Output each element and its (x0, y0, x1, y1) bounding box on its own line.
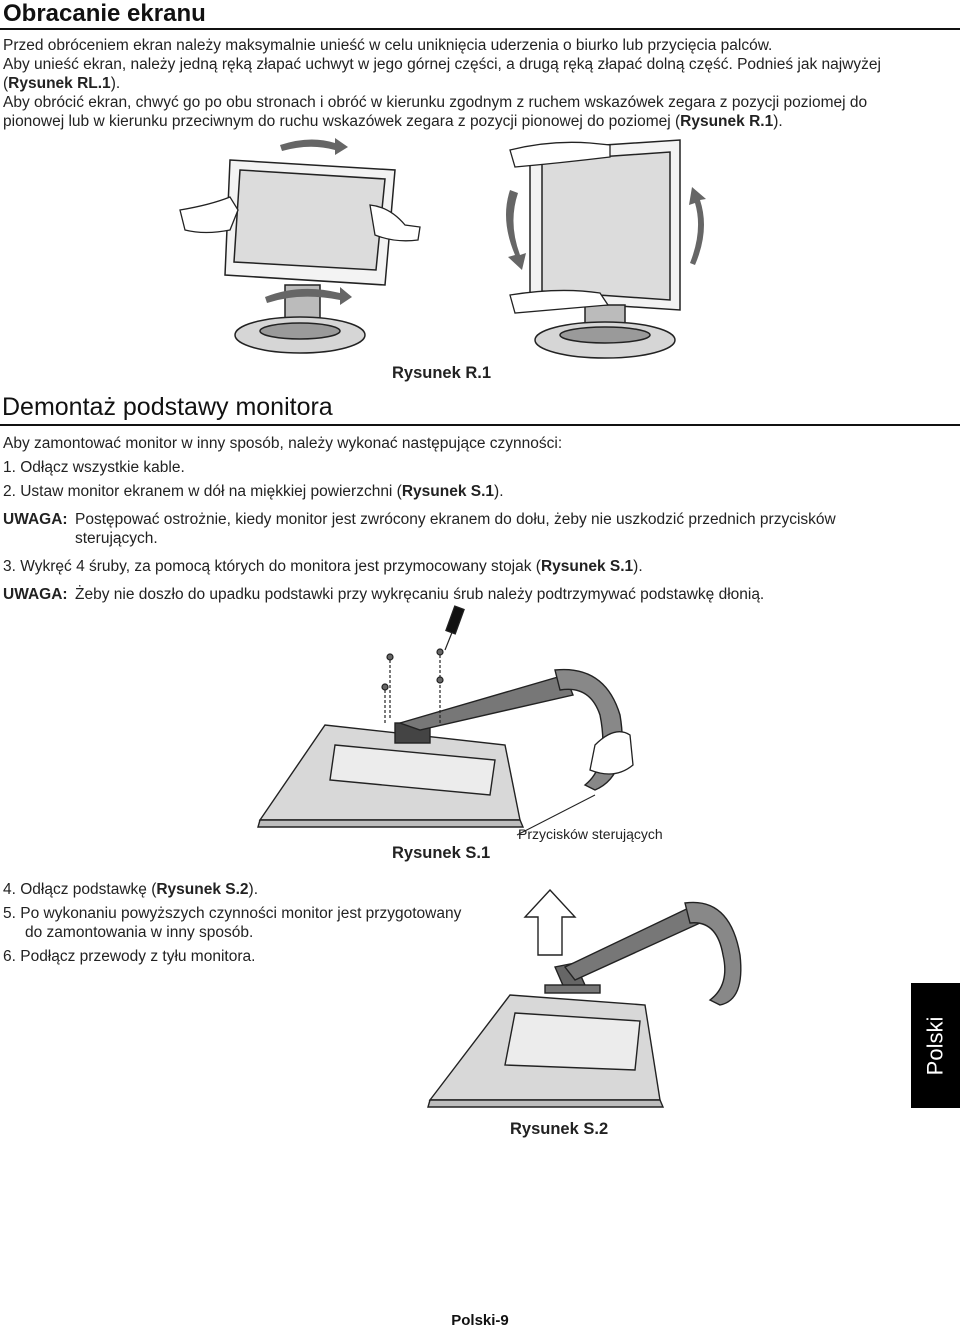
figure-caption: Rysunek R.1 (392, 364, 492, 382)
step-item-continued: do zamontowania w inny sposób. (25, 924, 254, 941)
figure-ref: Rysunek R.1 (680, 113, 774, 130)
paragraph-line: Aby obrócić ekran, chwyć go po obu stron… (3, 94, 868, 111)
paragraph-line: (Rysunek RL.1). (3, 75, 121, 92)
arrow-icon (265, 138, 352, 305)
section-title-rotation: Obracanie ekranu (3, 0, 206, 27)
screw-icon (381, 648, 444, 725)
figure-caption: Rysunek S.2 (510, 1120, 609, 1138)
step-item: 6. Podłącz przewody z tyłu monitora. (3, 948, 256, 965)
step-item: 5. Po wykonaniu powyższych czynności mon… (3, 905, 462, 922)
monitor-face-down (427, 994, 665, 1108)
page-number: Polski-9 (451, 1312, 509, 1329)
hand-top-icon (509, 141, 611, 314)
language-tab: Polski (911, 983, 960, 1108)
title-rule (0, 28, 960, 30)
figure-s1-illustration (257, 605, 634, 836)
monitor-landscape (224, 159, 396, 354)
note-label: UWAGA: (3, 511, 68, 528)
step-item: 1. Odłącz wszystkie kable. (3, 459, 185, 476)
screwdriver-icon (444, 605, 465, 651)
figure-ref: Rysunek RL.1 (8, 75, 111, 92)
note-label: UWAGA: (3, 586, 68, 603)
intro-text: Aby zamontować monitor w inny sposób, na… (3, 435, 563, 452)
section-rule (0, 424, 960, 426)
note-text: Postępować ostrożnie, kiedy monitor jest… (75, 511, 836, 547)
stand-arm (544, 901, 742, 1006)
figure-ref: Rysunek S.2 (156, 881, 249, 898)
figure-caption: Rysunek S.1 (392, 844, 491, 862)
step-item: 4. Odłącz podstawkę (Rysunek S.2). (3, 881, 259, 898)
monitor-face-down (257, 724, 525, 828)
figure-ref: Rysunek S.1 (401, 483, 495, 500)
language-tab-label: Polski (922, 1016, 948, 1075)
figure-s2-illustration (427, 888, 742, 1108)
paragraph-line: Aby unieść ekran, należy jedną ręką złap… (3, 56, 881, 73)
hand-left-icon (179, 196, 421, 242)
monitor-portrait (529, 139, 681, 359)
figure-ref: Rysunek S.1 (540, 558, 634, 575)
step-item: 3. Wykręć 4 śruby, za pomocą których do … (3, 558, 643, 575)
hand-icon (589, 731, 634, 775)
arrow-up-icon (523, 888, 577, 956)
callout-line (516, 794, 596, 836)
note-text: Żeby nie doszło do upadku podstawki przy… (75, 586, 765, 603)
step-item: 2. Ustaw monitor ekranem w dół na miękki… (3, 483, 504, 500)
paragraph-line: pionowej lub w kierunku przeciwnym do ru… (3, 113, 783, 130)
section-title-stand-removal: Demontaż podstawy monitora (2, 393, 333, 421)
arrow-icon (506, 187, 706, 270)
paragraph-line: Przed obróceniem ekran należy maksymalni… (3, 37, 773, 54)
figure-r1-illustration (179, 138, 706, 359)
callout-label: Przycisków sterujących (518, 826, 663, 842)
